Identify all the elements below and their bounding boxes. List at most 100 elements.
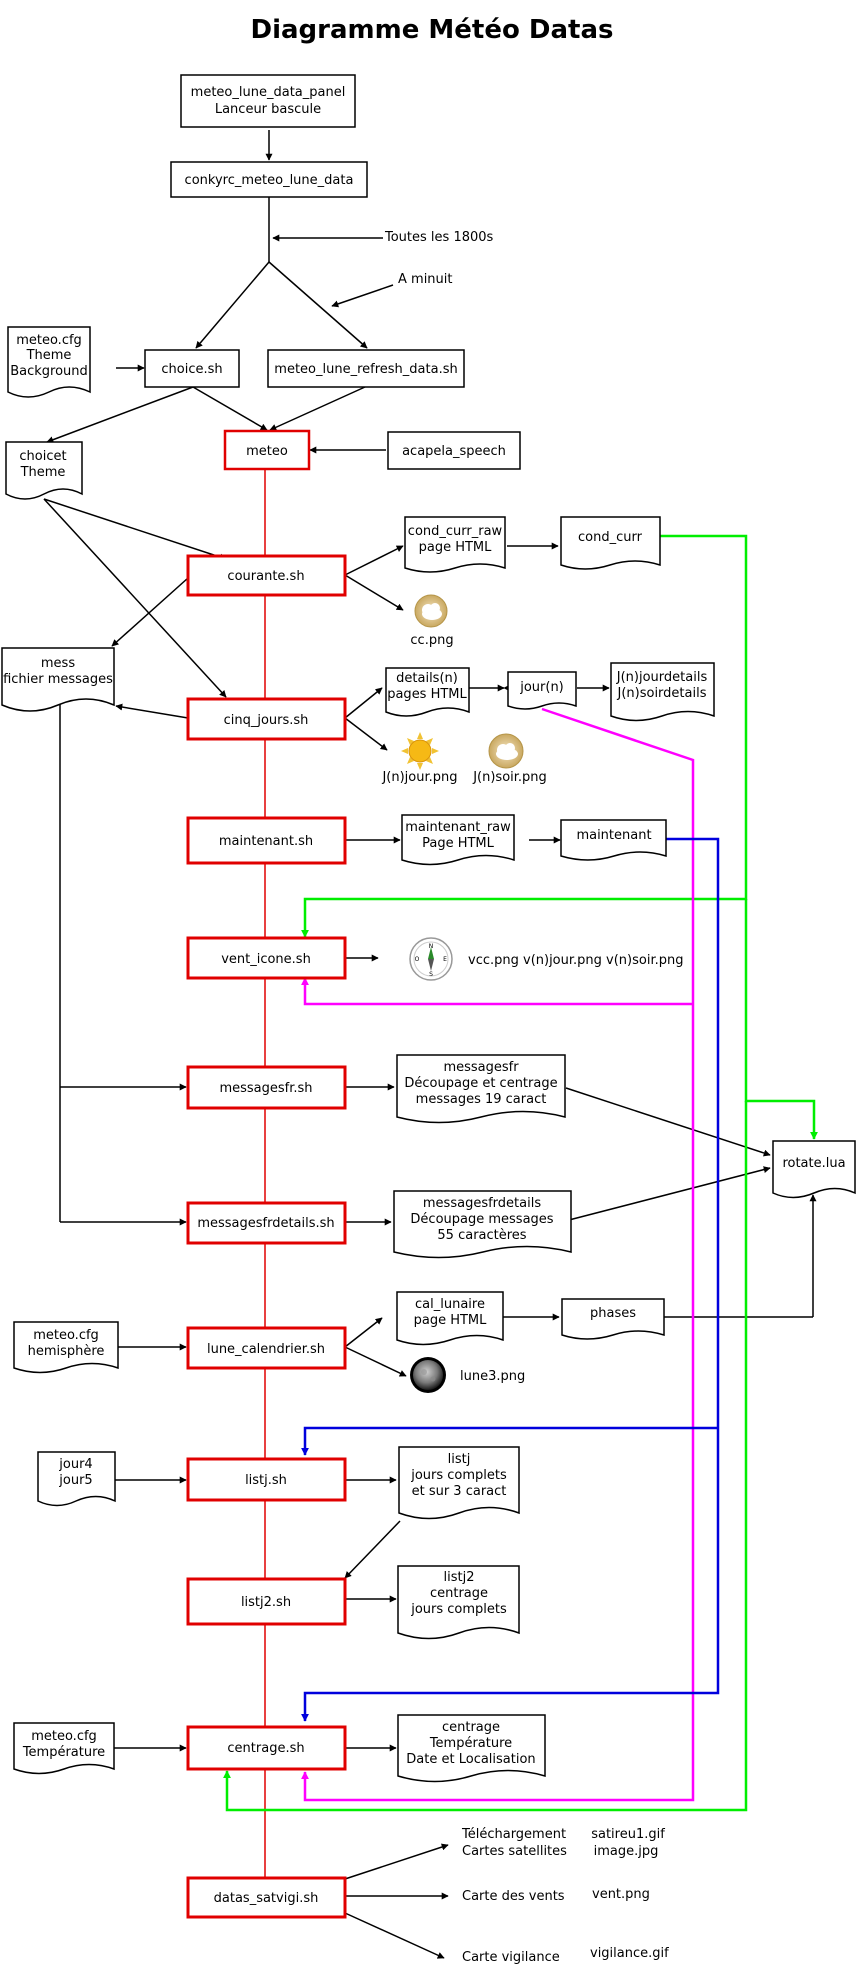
- box-centrage-sh-label: centrage.sh: [227, 1741, 304, 1756]
- doc-messagesfrdetails-line-1: messagesfrdetails: [423, 1196, 541, 1211]
- label-cc-png: cc.png: [410, 633, 453, 648]
- doc-jdetails-line-2: J(n)soirdetails: [617, 686, 707, 701]
- doc-maintenant-raw-line-1: maintenant_raw: [405, 820, 511, 835]
- box-vent-icone-label: vent_icone.sh: [221, 952, 311, 967]
- box-listj2-sh-label: listj2.sh: [241, 1595, 291, 1610]
- doc-cal-lunaire: cal_lunaire page HTML: [396, 1291, 504, 1346]
- doc-mess: mess fichier messages: [1, 647, 115, 712]
- doc-listj: listj jours complets et sur 3 caract: [398, 1446, 520, 1520]
- doc-messagesfrdetails-line-3: 55 caractères: [437, 1228, 526, 1243]
- cloud-icon: [414, 594, 448, 628]
- box-courante: courante.sh: [186, 554, 347, 597]
- label-carte-vigilance: Carte vigilance: [462, 1950, 560, 1964]
- doc-messagesfr: messagesfr Découpage et centrage message…: [396, 1054, 566, 1124]
- box-listj-sh-label: listj.sh: [245, 1473, 287, 1488]
- doc-maintenant: maintenant: [560, 819, 667, 861]
- label-carte-des-vents: Carte des vents: [462, 1889, 565, 1904]
- box-messagesfr-sh: messagesfr.sh: [186, 1065, 347, 1110]
- box-panel-line-2: Lanceur bascule: [215, 102, 321, 117]
- label-a-minuit: A minuit: [398, 272, 453, 287]
- doc-listj2-line-2: centrage: [430, 1586, 488, 1601]
- black-connectors: [43, 130, 817, 1959]
- cloud-icon: [488, 733, 524, 769]
- doc-cfg-temperature-line-1: meteo.cfg: [31, 1729, 97, 1744]
- diagram-title: Diagramme Météo Datas: [251, 15, 614, 45]
- doc-listj-line-1: listj: [448, 1452, 471, 1467]
- doc-rotate-lua-label: rotate.lua: [782, 1156, 845, 1171]
- doc-cond-curr-label: cond_curr: [578, 530, 643, 545]
- doc-cal-lunaire-line-1: cal_lunaire: [415, 1297, 485, 1312]
- doc-messagesfrdetails: messagesfrdetails Découpage messages 55 …: [393, 1190, 572, 1259]
- box-refresh-label: meteo_lune_refresh_data.sh: [274, 362, 457, 377]
- magenta-connector-centrage: [301, 707, 695, 1802]
- label-vent-png: vent.png: [592, 1887, 650, 1902]
- label-image-jpg: image.jpg: [594, 1844, 659, 1859]
- svg-text:O: O: [415, 956, 420, 963]
- sun-icon: [401, 732, 439, 770]
- box-conkyrc-label: conkyrc_meteo_lune_data: [185, 173, 354, 188]
- green-connector-rotate: [744, 899, 818, 1140]
- box-panel: meteo_lune_data_panel Lanceur bascule: [180, 74, 356, 128]
- doc-cfg-hemisphere-line-2: hemisphère: [28, 1344, 105, 1359]
- doc-cfg-theme-line-1: meteo.cfg: [16, 333, 82, 348]
- moon-icon: [410, 1357, 446, 1393]
- box-choice: choice.sh: [144, 349, 240, 388]
- box-lune-calendrier: lune_calendrier.sh: [186, 1326, 347, 1370]
- magenta-connector-vent: [301, 977, 693, 1006]
- label-soir-png: J(n)soir.png: [472, 770, 547, 785]
- doc-listj2-line-1: listj2: [444, 1570, 475, 1585]
- doc-cfg-hemisphere: meteo.cfg hemisphère: [13, 1321, 119, 1374]
- doc-jour45-line-1: jour4: [58, 1457, 92, 1472]
- box-messagesfrdetails-sh: messagesfrdetails.sh: [186, 1201, 347, 1245]
- doc-centrage-line-1: centrage: [442, 1720, 500, 1735]
- doc-listj2: listj2 centrage jours complets: [397, 1565, 520, 1640]
- doc-listj2-line-3: jours complets: [410, 1602, 507, 1617]
- box-datas-satvigi: datas_satvigi.sh: [186, 1876, 347, 1919]
- doc-jour45-line-2: jour5: [58, 1473, 92, 1488]
- doc-listj-line-3: et sur 3 caract: [412, 1484, 507, 1499]
- doc-cond-curr-raw-line-1: cond_curr_raw: [408, 524, 503, 539]
- box-messagesfrdetails-sh-label: messagesfrdetails.sh: [197, 1216, 334, 1231]
- box-cinq-jours-label: cinq_jours.sh: [224, 713, 309, 728]
- box-maintenant-sh-label: maintenant.sh: [219, 834, 313, 849]
- label-vigilance-gif: vigilance.gif: [590, 1946, 669, 1961]
- doc-jour: jour(n): [507, 671, 577, 710]
- doc-mess-line-1: mess: [41, 656, 75, 671]
- green-connector-vent: [301, 534, 748, 938]
- doc-details-line-2: pages HTML: [387, 687, 467, 702]
- label-jour-png: J(n)jour.png: [381, 770, 457, 785]
- doc-cfg-hemisphere-line-1: meteo.cfg: [33, 1328, 99, 1343]
- doc-maintenant-label: maintenant: [576, 828, 651, 843]
- box-acapela-label: acapela_speech: [402, 444, 506, 459]
- doc-centrage: centrage Température Date et Localisatio…: [397, 1714, 546, 1783]
- svg-text:E: E: [443, 956, 447, 963]
- box-listj-sh: listj.sh: [186, 1457, 347, 1502]
- box-choice-label: choice.sh: [161, 362, 222, 377]
- doc-choicet-line-2: Theme: [20, 465, 66, 480]
- box-conkyrc: conkyrc_meteo_lune_data: [170, 161, 368, 198]
- doc-cfg-theme-line-2: Theme: [26, 348, 72, 363]
- box-meteo-label: meteo: [246, 444, 288, 459]
- doc-jdetails-line-1: J(n)jourdetails: [616, 670, 708, 685]
- doc-cal-lunaire-line-2: page HTML: [414, 1313, 488, 1328]
- box-panel-line-1: meteo_lune_data_panel: [191, 85, 346, 100]
- green-connector-centrage: [223, 1101, 748, 1812]
- doc-jour45: jour4 jour5: [37, 1451, 116, 1507]
- box-meteo: meteo: [223, 429, 311, 471]
- box-messagesfr-sh-label: messagesfr.sh: [219, 1081, 312, 1096]
- box-centrage-sh: centrage.sh: [186, 1725, 347, 1771]
- doc-choicet: choicet Theme: [5, 441, 83, 500]
- doc-phases: phases: [561, 1298, 665, 1340]
- box-listj2-sh: listj2.sh: [186, 1577, 347, 1626]
- doc-messagesfr-line-3: messages 19 caract: [416, 1092, 547, 1107]
- box-cinq-jours: cinq_jours.sh: [186, 697, 347, 741]
- doc-maintenant-raw: maintenant_raw Page HTML: [401, 814, 515, 866]
- label-vcc-png: vcc.png v(n)jour.png v(n)soir.png: [468, 953, 683, 968]
- doc-mess-line-2: fichier messages: [3, 672, 113, 687]
- doc-phases-label: phases: [590, 1306, 636, 1321]
- doc-cond-curr: cond_curr: [560, 516, 661, 570]
- doc-cond-curr-raw-line-2: page HTML: [419, 540, 493, 555]
- doc-choicet-line-1: choicet: [19, 449, 66, 464]
